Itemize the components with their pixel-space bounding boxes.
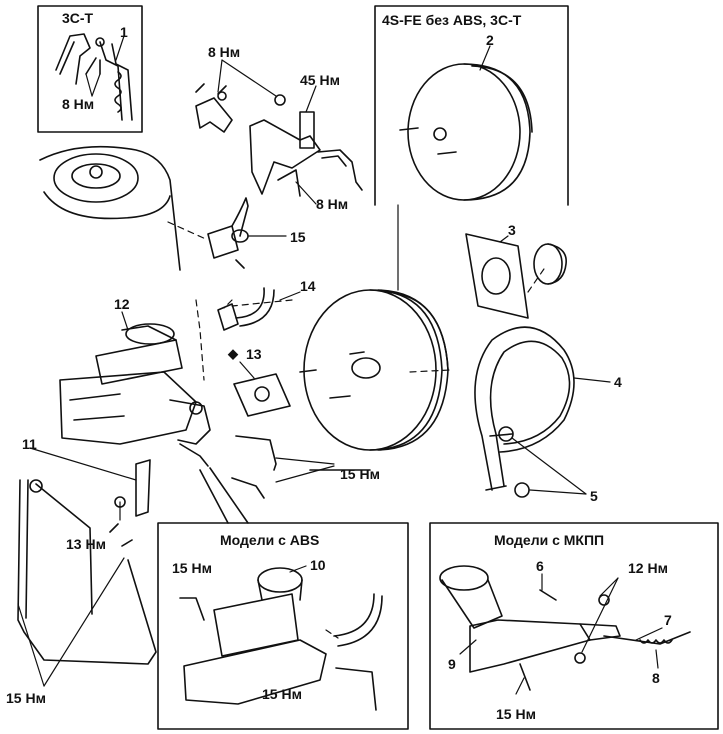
hose-connector [217, 287, 275, 331]
leader-lines [17, 35, 663, 695]
master-cylinder-main [59, 323, 211, 467]
torque-label: 15 Нм [496, 706, 536, 722]
inset-frame-booster [374, 5, 569, 206]
callout-number: 9 [448, 656, 456, 672]
brake-booster-main [299, 289, 449, 451]
inset-title-3ct: 3С-Т [62, 10, 94, 26]
torque-label: 13 Нм [66, 536, 106, 552]
torque-label: 15 Нм [262, 686, 302, 702]
pipe-bracket [249, 111, 363, 197]
callout-number: 3 [508, 222, 516, 238]
callout-number: 10 [310, 557, 326, 573]
callout-number: 5 [590, 488, 598, 504]
brake-booster-inset [399, 63, 533, 201]
callout-number: 2 [486, 32, 494, 48]
clutch-master-cylinder [439, 565, 691, 691]
callout-number: 4 [614, 374, 622, 390]
inset-frame-manual [429, 522, 719, 730]
inset-connectors [199, 467, 249, 524]
bracket-bolts [195, 83, 286, 133]
torque-label: 15 Нм [340, 466, 380, 482]
torque-label: 8 Нм [316, 196, 349, 212]
left-brake-pipe [17, 479, 157, 665]
callout-number: 6 [536, 558, 544, 574]
booster-gasket [465, 233, 567, 319]
vacuum-hose [474, 326, 575, 498]
torque-label: 12 Нм [628, 560, 668, 576]
inset-title-abs: Модели с ABS [220, 532, 320, 548]
torque-label: 15 Нм [172, 560, 212, 576]
torque-label: 15 Нм [6, 690, 46, 706]
gasket-13 [233, 373, 291, 417]
callout-number: 11 [22, 436, 37, 452]
callout-number: 8 [652, 670, 660, 686]
callout-number: 14 [300, 278, 316, 294]
inset-title-manual: Модели с МКПП [494, 532, 605, 548]
inset-3ct-parts [55, 33, 133, 121]
abs-master-cylinder [179, 567, 383, 711]
diamond-marker: ◆ [228, 346, 238, 361]
callout-number: 12 [114, 296, 130, 312]
torque-label: 8 Нм [208, 44, 241, 60]
callout-number: 1 [120, 24, 128, 40]
torque-label: 45 Нм [300, 72, 340, 88]
callout-number: 15 [290, 229, 306, 245]
inset-frame-abs [157, 522, 409, 730]
inset-frame-3ct [37, 5, 143, 133]
callout-number: 7 [664, 612, 672, 628]
clevis-bracket [207, 197, 249, 269]
dashed-guides [167, 221, 547, 639]
inset-title-booster: 4S-FE без ABS, 3С-Т [382, 12, 522, 28]
strut-mount [39, 145, 181, 271]
torque-label: 8 Нм [62, 96, 95, 112]
callout-number: 13 [246, 346, 262, 362]
